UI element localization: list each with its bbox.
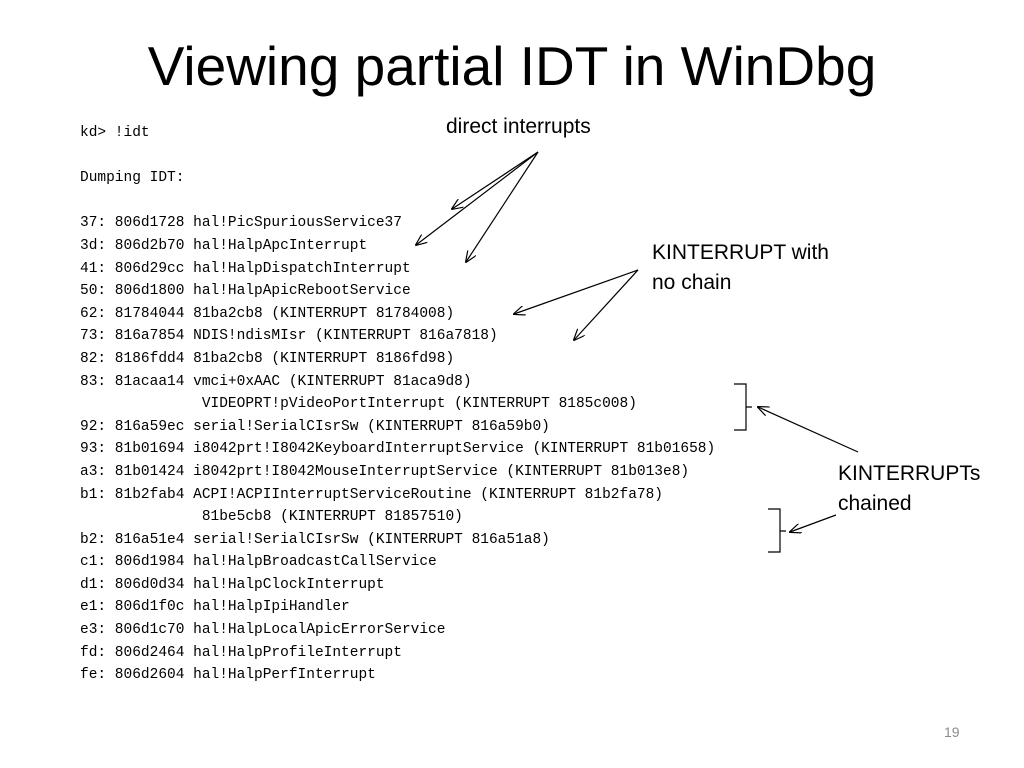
idt-entry: 82: 8186fdd4 81ba2cb8 (KINTERRUPT 8186fd… — [80, 350, 455, 367]
page-number: 19 — [944, 724, 960, 740]
chained-label: KINTERRUPTs chained — [838, 459, 1018, 519]
idt-entry: d1: 806d0d34 hal!HalpClockInterrupt — [80, 576, 385, 593]
idt-entry: 50: 806d1800 hal!HalpApicRebootService — [80, 283, 411, 300]
idt-entry: 73: 816a7854 NDIS!ndisMIsr (KINTERRUPT 8… — [80, 328, 498, 345]
chained-label-line1: KINTERRUPTs — [838, 462, 981, 485]
idt-entry: b2: 816a51e4 serial!SerialCIsrSw (KINTER… — [80, 531, 550, 548]
idt-entry: fd: 806d2464 hal!HalpProfileInterrupt — [80, 644, 402, 661]
blank-line — [80, 145, 715, 168]
bracket-entry-83 — [734, 383, 752, 431]
idt-entry: e1: 806d1f0c hal!HalpIpiHandler — [80, 599, 350, 616]
no-chain-label-line2: no chain — [652, 271, 732, 294]
idt-entry: 93: 81b01694 i8042prt!I8042KeyboardInter… — [80, 441, 716, 458]
slide-title: Viewing partial IDT in WinDbg — [147, 35, 877, 97]
arrow-to-bracket-83 — [758, 407, 859, 453]
idt-listing: kd> !idt Dumping IDT: 37: 806d1728 hal!P… — [80, 122, 715, 687]
idt-entry-chained: 81be5cb8 (KINTERRUPT 81857510) — [80, 509, 463, 526]
idt-entry: 3d: 806d2b70 hal!HalpApcInterrupt — [80, 237, 368, 254]
dump-header: Dumping IDT: — [80, 170, 185, 187]
idt-entry: 92: 816a59ec serial!SerialCIsrSw (KINTER… — [80, 418, 550, 435]
chained-brackets — [734, 383, 786, 553]
direct-interrupts-label: direct interrupts — [446, 115, 591, 138]
idt-entry: fe: 806d2604 hal!HalpPerfInterrupt — [80, 667, 376, 684]
no-chain-label: KINTERRUPT with no chain — [652, 238, 912, 298]
idt-entry: c1: 806d1984 hal!HalpBroadcastCallServic… — [80, 554, 437, 571]
idt-entry: 41: 806d29cc hal!HalpDispatchInterrupt — [80, 260, 411, 277]
blank-line — [80, 190, 715, 213]
idt-entry: b1: 81b2fab4 ACPI!ACPIInterruptServiceRo… — [80, 486, 663, 503]
idt-entry-chained: VIDEOPRT!pVideoPortInterrupt (KINTERRUPT… — [80, 396, 637, 413]
bracket-entry-b1 — [768, 508, 786, 553]
idt-entry: 62: 81784044 81ba2cb8 (KINTERRUPT 817840… — [80, 305, 455, 322]
idt-entry: 37: 806d1728 hal!PicSpuriousService37 — [80, 215, 402, 232]
idt-entry: a3: 81b01424 i8042prt!I8042MouseInterrup… — [80, 463, 690, 480]
idt-entry: 83: 81acaa14 vmci+0xAAC (KINTERRUPT 81ac… — [80, 373, 472, 390]
command-line: kd> !idt — [80, 125, 150, 141]
chained-label-line2: chained — [838, 492, 912, 515]
no-chain-label-line1: KINTERRUPT with — [652, 241, 829, 264]
idt-entry: e3: 806d1c70 hal!HalpLocalApicErrorServi… — [80, 622, 446, 639]
arrow-to-bracket-b1 — [790, 514, 837, 532]
